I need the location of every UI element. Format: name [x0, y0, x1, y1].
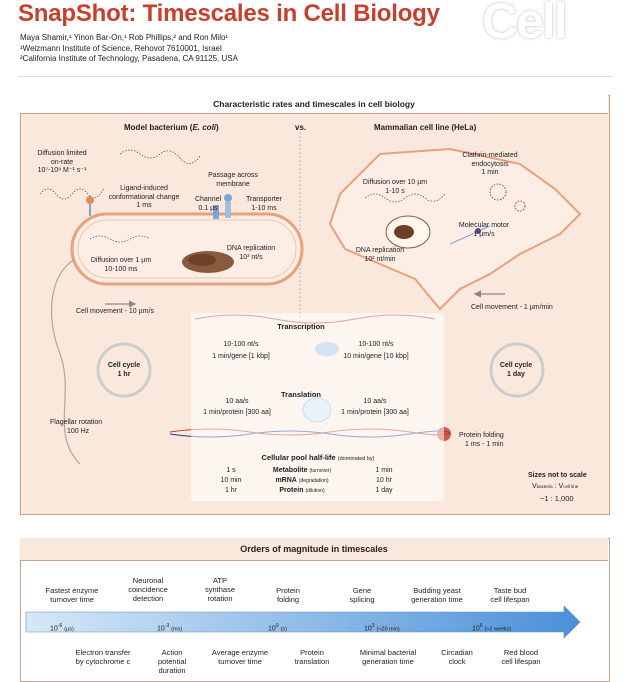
header-divider: [18, 76, 613, 77]
bacterial-cell-movement-label: Cell movement - 10 µm/s: [76, 308, 154, 315]
clathrin-label: Clathrin-mediated endocytosis 1 min: [462, 152, 518, 176]
transcription-title: Transcription: [277, 322, 325, 331]
hela-cell-cycle-label: Cell cycle 1 day: [499, 362, 533, 378]
half-life-row: 1 hr Protein (dilution) 1 day: [224, 487, 393, 494]
bacterium-inner-membrane: [77, 219, 297, 279]
hela-dna-replication-label: DNA replication 10² nt/min: [355, 247, 405, 263]
author-block: Maya Shamir,¹ Yinon Bar-On,¹ Rob Phillip…: [20, 33, 238, 65]
central-processes-box: [191, 313, 444, 501]
bacterial-dna-replication-label: DNA replication 10³ nt/s: [226, 245, 276, 261]
flagellum: [50, 258, 81, 465]
cell-journal-logo: Cell: [482, 0, 568, 49]
diffusion-onrate-label: Diffusion limited on-rate 10⁷-10⁸ M⁻¹ s⁻…: [37, 150, 87, 174]
bacterial-diffusion-label: Diffusion over 1 µm 10-100 ms: [90, 257, 152, 273]
clathrin-vesicle: [489, 183, 507, 201]
transcription-hela: 10-100 nt/s 10 min/gene [10 kbp]: [343, 341, 409, 360]
ligand-receptor: [86, 196, 94, 204]
hela-cell-cycle-circle: [489, 342, 545, 398]
ligand-label: Ligand-induced conformational change 1 m…: [108, 185, 180, 209]
timescales-panel-title: Orders of magnitude in timescales: [20, 538, 608, 561]
molecular-motor-label: Molecular motor 1 µm/s: [458, 222, 510, 238]
bacterium-cell-cycle-circle: [96, 342, 152, 398]
transporter-protein: [224, 194, 232, 202]
page-title: SnapShot: Timescales in Cell Biology: [18, 0, 440, 27]
flagellar-rotation-label: Flagellar rotation 100 Hz: [50, 419, 103, 435]
half-life-title: Cellular pool half-life (dominated by): [261, 453, 375, 462]
volume-ratio-formula: Vbacteria : Vcell line: [532, 483, 579, 490]
diffusion-path: [39, 187, 105, 200]
half-life-row: 1 s Metabolite (turnover) 1 min: [226, 467, 393, 474]
bacterial-cell-cycle-label: Cell cycle 1 hr: [107, 362, 141, 378]
hela-diffusion-path: [364, 193, 446, 203]
tick-second: 100 (s): [268, 623, 287, 633]
tick-microsecond: 10-6 (µs): [50, 623, 74, 633]
channel-label: Channel 0.1 µs: [194, 196, 222, 212]
timeline-arrow: [25, 605, 581, 639]
affiliation-1: ¹Weizmann Institute of Science, Rehovot …: [20, 43, 222, 53]
hela-cell-membrane: [328, 147, 582, 311]
half-life-table: 1 s Metabolite (turnover) 1 min 10 min m…: [212, 466, 422, 496]
transporter-label: Transporter 1-10 ms: [246, 196, 282, 212]
authors: Maya Shamir,¹ Yinon Bar-On,¹ Rob Phillip…: [20, 33, 229, 42]
timescales-panel: [20, 538, 610, 682]
affiliation-2: ²California Institute of Technology, Pas…: [20, 54, 238, 63]
hela-diffusion-label: Diffusion over 10 µm 1-10 s: [362, 179, 428, 195]
bacterium-header: Model bacterium (E. coli): [124, 123, 219, 132]
transcription-bacterium: 10-100 nt/s 1 min/gene [1 kbp]: [212, 341, 270, 360]
rates-panel-title: Characteristic rates and timescales in c…: [20, 95, 608, 114]
volume-ratio: ~1 : 1,000: [540, 494, 574, 503]
translation-hela: 10 aa/s 1 min/protein [300 aa]: [341, 398, 409, 416]
clathrin-vesicle: [514, 200, 526, 212]
translation-bacterium: 10 aa/s 1 min/protein [300 aa]: [203, 398, 271, 416]
translation-title: Translation: [280, 390, 321, 399]
molecular-motor: [475, 228, 481, 234]
protein-folding-label: Protein folding 1 ms - 1 min: [459, 432, 504, 448]
passage-label: Passage across membrane: [208, 172, 258, 188]
bacterium-membrane: [70, 212, 304, 286]
hela-cell-movement-label: Cell movement - 1 µm/min: [471, 304, 553, 311]
tick-megasecond: 106 (≈2 weeks): [472, 623, 512, 633]
sizes-note: Sizes not to scale: [528, 472, 587, 479]
half-life-row: 10 min mRNA (degradation) 10 hr: [220, 477, 392, 484]
hela-chromatin: [394, 225, 414, 239]
diffusion-path: [119, 149, 201, 164]
microtubule: [449, 225, 491, 245]
vs-label: vs.: [295, 123, 307, 132]
tick-kilosecond: 103 (≈20 min): [364, 623, 400, 633]
bacterial-nucleoid-core: [188, 254, 216, 266]
channel-protein: [213, 205, 219, 219]
mammal-header: Mammalian cell line (HeLa): [374, 123, 477, 132]
tick-millisecond: 10-3 (ms): [157, 623, 183, 633]
